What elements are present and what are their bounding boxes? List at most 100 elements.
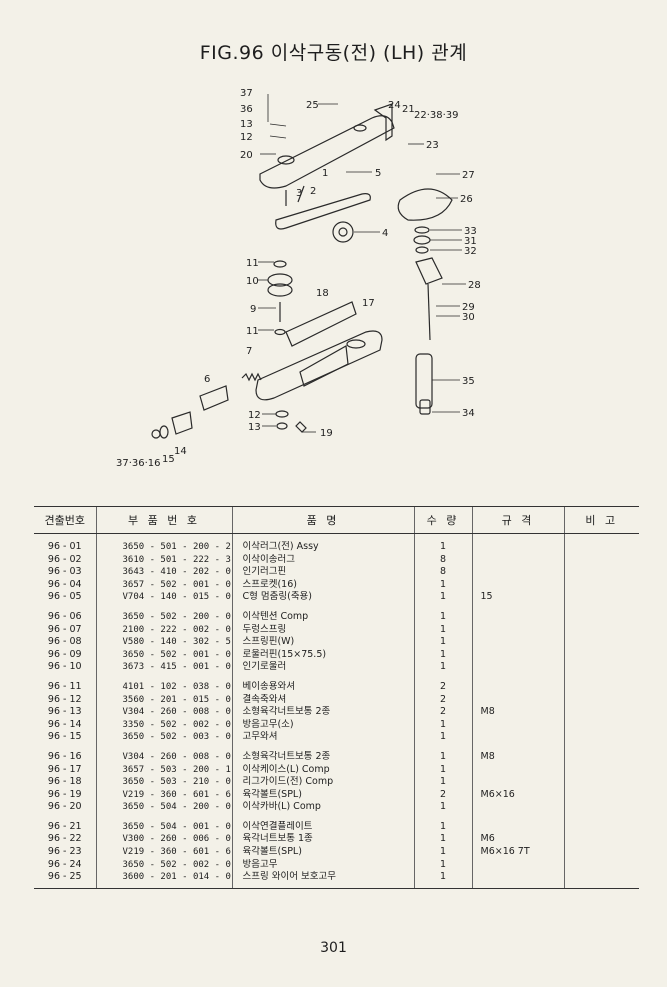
spacer-cell	[34, 604, 96, 611]
part-label: 4	[382, 228, 388, 239]
part-label: 3	[296, 188, 302, 199]
index-cell: 96 - 05	[47, 591, 82, 603]
page-number: 301	[320, 940, 347, 956]
spec-cell	[471, 801, 564, 814]
part-label: 25	[306, 100, 319, 111]
remarks-cell	[563, 846, 639, 859]
part-number-cell: V304 - 260 - 008 - 0	[95, 750, 232, 764]
spacer-cell	[231, 603, 414, 611]
part-name-cell: 방음고무(소)	[231, 718, 414, 732]
table-spacer-row	[34, 533, 639, 541]
part-label: 37	[240, 88, 253, 99]
index-cell: 96 - 18	[47, 776, 82, 788]
part-name-cell: 두렁스프링	[231, 623, 414, 637]
collar	[414, 226, 430, 234]
collar	[415, 246, 429, 254]
spacer-cell	[34, 883, 96, 889]
index-cell: 96 - 09	[47, 648, 82, 660]
col-header-quantity: 수 량	[413, 506, 472, 534]
part-name-cell: 베이송용와셔	[231, 680, 414, 694]
shaft-housing	[415, 257, 443, 285]
spec-cell	[471, 553, 564, 567]
part-name-cell: 육각볼트(SPL)	[231, 788, 414, 802]
index-cell: 96 - 20	[47, 801, 82, 813]
spec-cell	[471, 636, 564, 649]
part-number-cell: V580 - 140 - 302 - 5	[95, 636, 232, 649]
part-name-cell: 이삭카바(L) Comp	[231, 801, 414, 814]
remarks-cell	[563, 820, 639, 834]
spacer-cell	[471, 743, 564, 751]
remarks-cell	[563, 566, 639, 579]
case-hole	[346, 339, 366, 349]
tube-sleeve	[419, 399, 431, 415]
part-label: 18	[316, 288, 329, 299]
remarks-cell	[563, 776, 639, 789]
part-number-cell: 3650 - 504 - 200 - 0	[95, 801, 232, 814]
part-name-cell: 방음고무	[231, 858, 414, 872]
part-name-cell: 고무와셔	[231, 731, 414, 744]
remarks-cell	[563, 648, 639, 662]
remarks-cell	[563, 801, 639, 814]
col-header-spec: 규 격	[471, 506, 564, 534]
quantity-cell: 1	[413, 636, 472, 649]
part-name-cell: 이삭러그(전) Assy	[231, 541, 414, 554]
rubber-washer	[159, 425, 169, 439]
remarks-cell	[563, 623, 639, 637]
part-number-cell: 3643 - 410 - 202 - 0	[95, 566, 232, 579]
quantity-cell: 1	[413, 801, 472, 814]
remarks-cell	[563, 591, 639, 604]
remarks-cell	[563, 636, 639, 649]
lug-guide	[285, 301, 357, 347]
spacer-cell	[231, 673, 414, 681]
index-cell: 96 - 13	[47, 706, 82, 718]
spacer-cell	[413, 603, 472, 611]
part-name-cell: 인기러그핀	[231, 566, 414, 579]
washer	[275, 410, 289, 418]
drive-tube	[415, 353, 433, 409]
lug-chain-assembly	[275, 193, 371, 230]
sprocket-hub	[338, 227, 348, 237]
remarks-cell	[563, 553, 639, 567]
spacer-cell	[95, 533, 232, 541]
part-name-cell: 소형육각너트보통 2종	[231, 706, 414, 719]
washer	[273, 260, 287, 268]
nut	[276, 422, 288, 430]
index-cell: 96 - 17	[47, 763, 82, 775]
quantity-cell: 1	[413, 610, 472, 624]
part-number-cell: 2100 - 222 - 002 - 0	[95, 623, 232, 637]
part-name-cell: 스프링 와이어 보호고무	[231, 871, 414, 884]
part-label: 12	[240, 132, 253, 143]
index-cell: 96 - 14	[47, 718, 82, 730]
table-header-row: 견출번호 부 품 번 호 품 명 수 량 규 격 비 고	[34, 506, 639, 534]
spacer-cell	[563, 813, 639, 821]
remarks-cell	[563, 833, 639, 847]
spec-cell: M6×16 7T	[471, 846, 564, 859]
part-number-cell: 3600 - 201 - 014 - 0	[95, 871, 232, 884]
sprocket	[332, 221, 354, 243]
part-label: 9	[250, 304, 256, 315]
bolt	[295, 421, 307, 433]
part-label: 27	[462, 170, 475, 181]
spacer-cell	[471, 533, 564, 541]
quantity-cell: 1	[413, 833, 472, 847]
collar	[413, 235, 431, 245]
quantity-cell: 1	[413, 820, 472, 834]
part-name-cell: 소형육각너트보통 2종	[231, 750, 414, 764]
index-cell: 96 - 07	[47, 623, 82, 635]
part-number-cell: 3610 - 501 - 222 - 3	[95, 553, 232, 567]
quantity-cell: 2	[413, 788, 472, 802]
part-name-cell: 육각볼트(SPL)	[231, 846, 414, 859]
part-label: 2	[310, 186, 316, 197]
quantity-cell: 1	[413, 648, 472, 662]
quantity-cell: 1	[413, 623, 472, 637]
index-cell: 96 - 22	[47, 833, 82, 845]
